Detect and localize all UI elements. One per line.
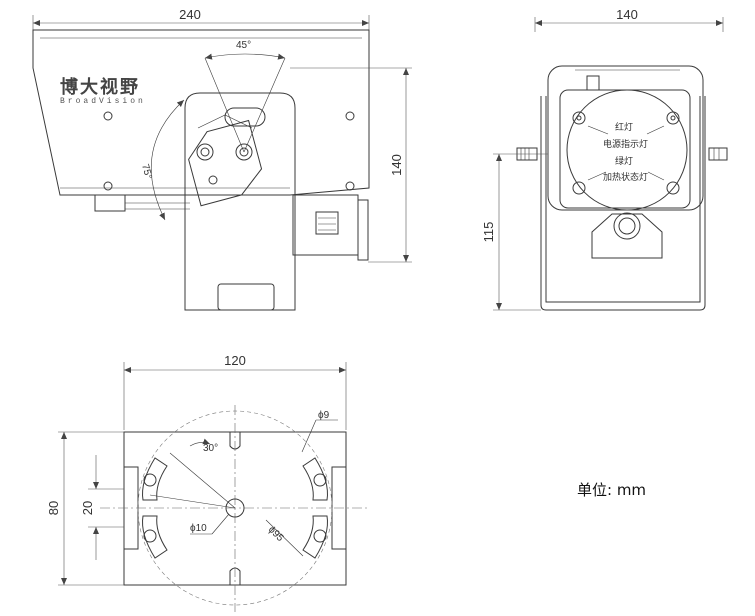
slot-dim: 20	[80, 501, 95, 515]
logo-main: 博大视野	[60, 76, 140, 98]
pcd-diameter-label: ϕ95	[266, 524, 286, 544]
center-diameter-label: ϕ10	[190, 523, 207, 534]
unit-label: 单位: mm	[577, 481, 647, 499]
angle-30: 30°	[203, 443, 218, 454]
label-red-light: 红灯	[615, 121, 633, 133]
side-width-dim: 240	[179, 7, 201, 22]
hole-diameter-label: ϕ9	[318, 410, 330, 421]
base-view: 120 30° ϕ9 ϕ10	[46, 353, 370, 612]
side-view: 240 博大视野 BroadVision 140	[32, 7, 412, 311]
base-width-dim: 120	[224, 353, 246, 368]
base-height-dim: 80	[46, 501, 61, 515]
front-height-dim: 115	[481, 222, 496, 243]
front-width-dim: 140	[616, 7, 638, 22]
angle-75: 75°	[139, 163, 154, 180]
side-height-dim: 140	[389, 154, 404, 176]
label-power-indicator: 电源指示灯	[603, 138, 648, 150]
label-heating-status: 加热状态灯	[603, 171, 648, 183]
logo-sub: BroadVision	[60, 97, 146, 106]
angle-45: 45°	[236, 40, 251, 51]
label-green-light: 绿灯	[615, 155, 633, 167]
front-view: 140 红灯 电源指示灯 绿灯 加热状态灯	[481, 7, 728, 311]
